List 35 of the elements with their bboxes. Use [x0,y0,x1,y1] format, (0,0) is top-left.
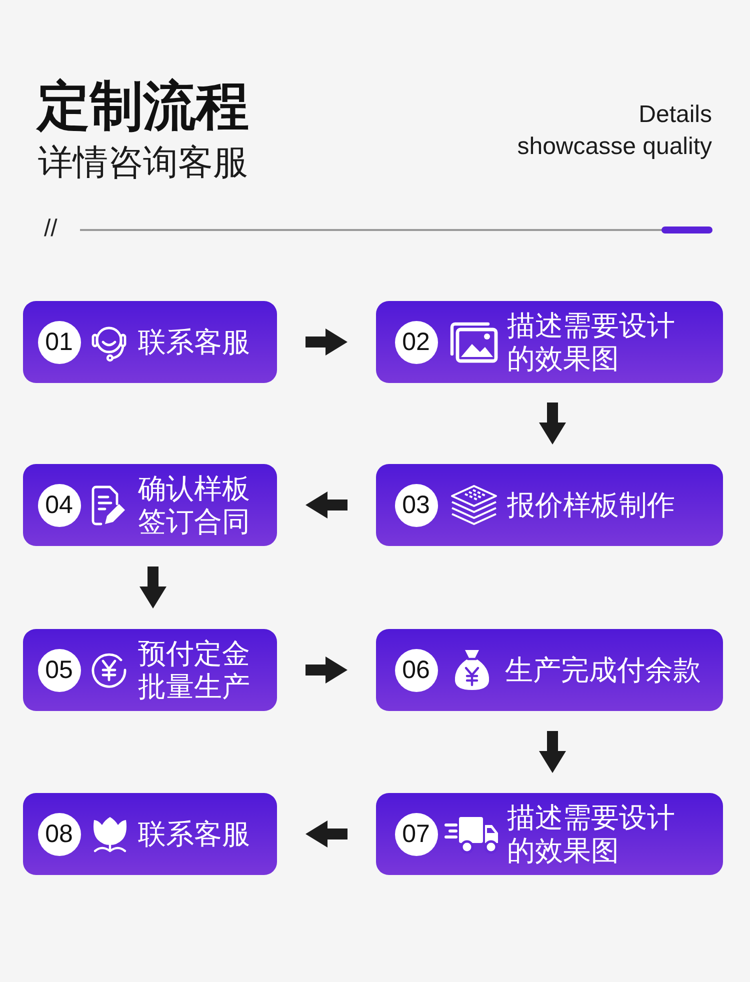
step-number: 08 [38,812,80,856]
step-text: 联系客服 [138,326,251,358]
title: 定制流程 [37,78,249,136]
step-number: 03 [394,484,438,526]
arrow [140,566,166,608]
step-box [376,464,723,546]
step-text: 确认样板签订合同 [138,472,251,538]
step-text: 报价样板制作 [507,488,676,522]
step-number: 05 [38,648,80,692]
arrow [306,656,348,684]
arrow [306,820,348,848]
step-number: 06 [394,648,438,692]
arrow [539,731,566,773]
step-text: 描述需要设计的效果图 [507,309,676,375]
step-text: 联系客服 [138,818,251,850]
step-box [376,629,723,711]
step-text: 描述需要设计的效果图 [507,801,676,867]
subtitle: 详情咨询客服 [38,144,248,182]
arrow [306,328,348,356]
arrow [306,492,348,518]
step-text: 预付定金批量生产 [138,637,251,703]
step-number: 02 [394,320,438,364]
divider-mark: // [44,216,58,242]
arrow [539,402,566,444]
step-box [23,793,277,875]
step-box [23,629,277,711]
step-number: 07 [394,812,438,856]
step-text: 生产完成付余款 [505,654,702,686]
step-box [376,301,723,383]
step-box [23,301,277,383]
step-number: 04 [38,484,80,526]
step-box [376,793,723,875]
tagline: Details showcasse quality [516,100,712,162]
step-box [23,464,277,546]
step-number: 01 [38,320,80,364]
